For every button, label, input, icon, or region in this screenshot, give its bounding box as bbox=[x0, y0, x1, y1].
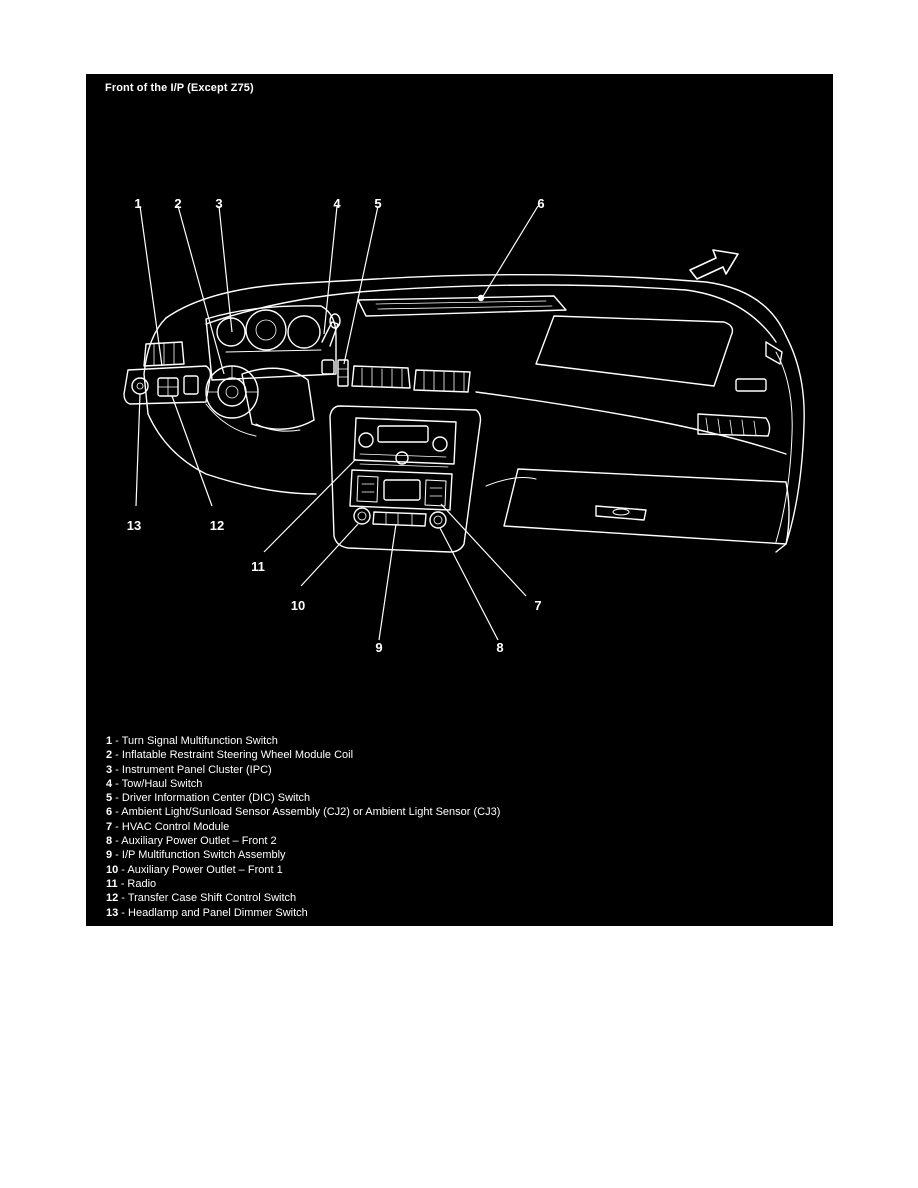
callout-3: 3 bbox=[215, 196, 222, 211]
steering-wheel-coil bbox=[217, 377, 247, 407]
hvac-display bbox=[383, 479, 421, 501]
legend-item: 10 - Auxiliary Power Outlet – Front 1 bbox=[106, 863, 283, 876]
power-outlet-front-1 bbox=[353, 507, 371, 525]
diagram-panel: Front of the I/P (Except Z75) bbox=[86, 74, 833, 926]
callout-12: 12 bbox=[210, 518, 224, 533]
legend-item: 8 - Auxiliary Power Outlet – Front 2 bbox=[106, 835, 277, 848]
legend-item: 3 - Instrument Panel Cluster (IPC) bbox=[106, 763, 272, 776]
radio-faceplate bbox=[353, 417, 457, 465]
radio-display bbox=[377, 425, 429, 443]
defrost-grille bbox=[357, 295, 567, 317]
callout-13: 13 bbox=[127, 518, 141, 533]
radio-center-knob bbox=[395, 451, 409, 465]
legend-item: 2 - Inflatable Restraint Steering Wheel … bbox=[106, 749, 354, 762]
dic-switch bbox=[337, 359, 349, 387]
center-vent-right bbox=[413, 369, 471, 393]
passenger-vent bbox=[697, 413, 771, 437]
left-switch-panel bbox=[123, 365, 212, 405]
legend-list: 1 - Turn Signal Multifunction Switch 2 -… bbox=[106, 734, 806, 920]
center-stack-bezel bbox=[329, 405, 482, 553]
radio-knob-right bbox=[432, 436, 448, 452]
right-side-vent bbox=[735, 378, 767, 392]
multifunction-switch-assembly bbox=[372, 511, 427, 527]
left-vent bbox=[143, 341, 185, 367]
legend-item: 1 - Turn Signal Multifunction Switch bbox=[106, 735, 278, 747]
dash-left-end bbox=[143, 317, 317, 495]
gauge-right bbox=[287, 315, 321, 349]
callout-8: 8 bbox=[496, 640, 503, 655]
dashboard-illustration: 1 2 3 4 5 6 7 8 9 10 11 12 13 bbox=[123, 196, 805, 655]
radio-knob-left bbox=[358, 432, 374, 448]
callout-7: 7 bbox=[534, 598, 541, 613]
forward-arrow-icon bbox=[689, 249, 739, 280]
legend-item: 6 - Ambient Light/Sunload Sensor Assembl… bbox=[106, 806, 501, 819]
legend-item: 7 - HVAC Control Module bbox=[106, 820, 230, 833]
callout-2: 2 bbox=[174, 196, 181, 211]
turn-signal-lever bbox=[321, 321, 339, 347]
legend-item: 4 - Tow/Haul Switch bbox=[106, 777, 203, 790]
legend-item: 11 - Radio bbox=[106, 877, 157, 890]
power-outlet-front-2 bbox=[429, 511, 447, 529]
callout-10: 10 bbox=[291, 598, 305, 613]
diagram-title: Front of the I/P (Except Z75) bbox=[105, 82, 254, 94]
callout-9: 9 bbox=[375, 640, 382, 655]
dash-top-outline bbox=[165, 273, 787, 337]
cluster-hood bbox=[205, 305, 337, 381]
dash-right-end bbox=[775, 335, 805, 553]
passenger-airbag-door bbox=[535, 315, 734, 387]
callout-11: 11 bbox=[251, 559, 265, 574]
callout-1: 1 bbox=[134, 196, 141, 211]
legend-item: 12 - Transfer Case Shift Control Switch bbox=[106, 892, 297, 905]
gauge-center bbox=[245, 309, 287, 351]
callout-4: 4 bbox=[333, 196, 341, 211]
center-vent-left bbox=[351, 365, 411, 389]
dash-top-inner bbox=[205, 284, 777, 343]
tow-haul-switch bbox=[321, 359, 335, 375]
legend-item: 13 - Headlamp and Panel Dimmer Switch bbox=[106, 906, 308, 919]
callout-5: 5 bbox=[374, 196, 381, 211]
hvac-panel bbox=[349, 469, 453, 511]
callout-6: 6 bbox=[537, 196, 544, 211]
legend-item: 5 - Driver Information Center (DIC) Swit… bbox=[106, 792, 311, 805]
glove-box-handle bbox=[595, 505, 647, 521]
legend-item: 9 - I/P Multifunction Switch Assembly bbox=[106, 849, 286, 862]
lower-dash-edge bbox=[475, 391, 787, 455]
glove-box bbox=[503, 468, 790, 545]
